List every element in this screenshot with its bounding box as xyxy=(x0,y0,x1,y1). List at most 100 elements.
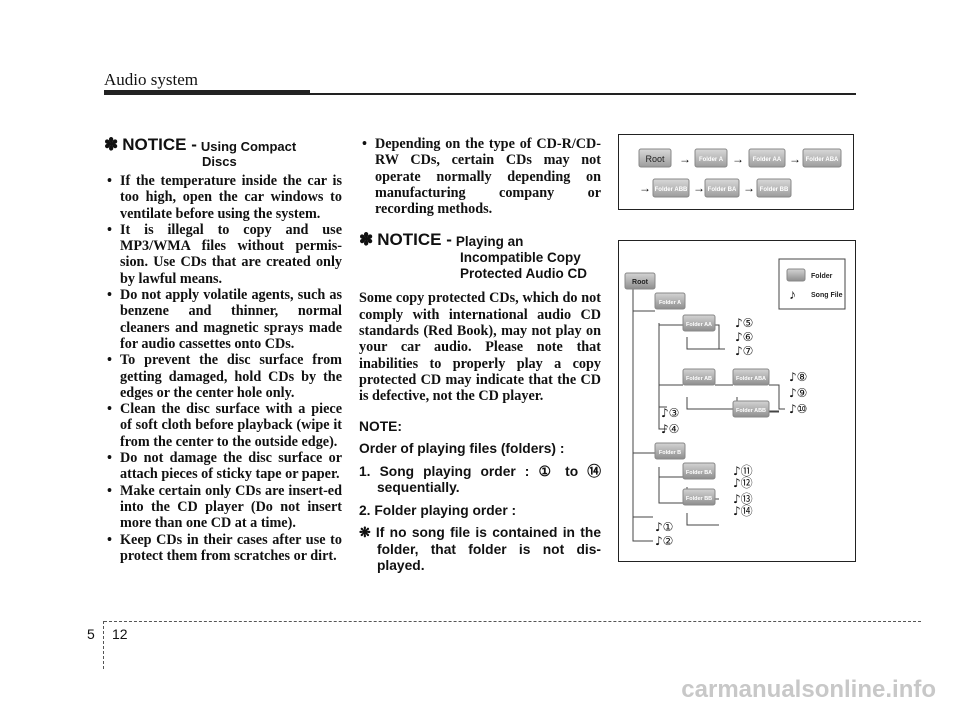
folder-order-figure: Root → Folder A → Folder AA → Folder ABA… xyxy=(618,134,854,210)
song-file-14: ♪⑭ xyxy=(733,504,753,518)
song-file-12: ♪⑫ xyxy=(733,476,753,490)
song-file-1: ♪① xyxy=(655,520,673,534)
folder-box xyxy=(654,292,686,310)
column-middle: Depending on the type of CD-R/CD-RW CDs,… xyxy=(359,136,601,581)
legend-folder-label: Folder xyxy=(811,273,833,280)
folder-box xyxy=(682,462,716,480)
folder-tree-diagram: Folder ♪ Song File Root Folder A Folder … xyxy=(624,258,846,548)
notice-body: Some copy protected CDs, which do not co… xyxy=(359,290,601,405)
folder-label: Folder BA xyxy=(708,187,737,193)
folder-icon xyxy=(786,268,806,282)
note-title: NOTE: xyxy=(359,418,402,434)
folder-label: Folder ABA xyxy=(806,157,839,163)
song-file-icon: ♪ xyxy=(789,286,796,302)
list-item: Do not damage the disc surface or attach… xyxy=(104,450,342,483)
section-number: 5 xyxy=(87,626,95,642)
song-file-10: ♪⑩ xyxy=(789,402,807,416)
folder-label: Folder A xyxy=(699,157,724,163)
folder-box xyxy=(704,178,740,198)
folder-box xyxy=(748,148,786,168)
notice-mark-icon: ✽ xyxy=(359,230,374,250)
folder-box xyxy=(682,488,716,506)
list-item: Depending on the type of CD-R/CD-RW CDs,… xyxy=(359,136,601,217)
arrow-icon: → xyxy=(789,152,801,166)
notice-subtitle-2: Discs xyxy=(202,154,237,169)
folder-label: Root xyxy=(645,154,665,164)
notice-bullet-list-continued: Depending on the type of CD-R/CD-RW CDs,… xyxy=(359,136,601,217)
folder-label: Root xyxy=(632,279,649,286)
folder-label: Folder A xyxy=(659,300,681,306)
notice-mark-icon: ✽ xyxy=(104,135,119,154)
folder-box xyxy=(732,368,770,386)
notice-heading-copy-protected: ✽ NOTICE - Playing an xyxy=(359,231,601,250)
song-file-9: ♪⑨ xyxy=(789,386,807,400)
list-item: To prevent the disc surface from getting… xyxy=(104,352,342,401)
arrow-icon: → xyxy=(743,181,755,195)
folder-box xyxy=(682,368,716,386)
song-file-3: ♪③ xyxy=(661,406,679,420)
legend-box xyxy=(778,258,846,310)
song-file-13: ♪⑬ xyxy=(733,492,753,506)
notice-subtitle-2: Incompatible Copy xyxy=(460,250,581,266)
notice-subtitle-3: Protected Audio CD xyxy=(460,266,588,282)
note-line: Order of playing files (folders) : xyxy=(359,441,565,457)
notice-label: NOTICE - xyxy=(377,230,452,250)
folder-label: Folder AA xyxy=(753,157,782,163)
arrow-icon: → xyxy=(732,152,744,166)
notice-bullet-list: If the temperature inside the car is too… xyxy=(104,173,342,564)
note-line: ❋ If no song file is contained in the fo… xyxy=(359,525,601,574)
arrow-icon: → xyxy=(693,181,705,195)
folder-order-diagram: Root → Folder A → Folder AA → Folder ABA… xyxy=(638,148,842,198)
arrow-icon: → xyxy=(639,181,651,195)
song-file-4: ♪④ xyxy=(661,422,679,436)
folder-box xyxy=(732,400,770,418)
notice-subtitle-1: Playing an xyxy=(455,234,524,250)
folder-tree-figure: Folder ♪ Song File Root Folder A Folder … xyxy=(618,240,856,562)
song-file-2: ♪② xyxy=(655,534,673,548)
list-item: Keep CDs in their cases after use to pro… xyxy=(104,532,342,565)
folder-label: Folder ABB xyxy=(655,187,688,193)
folder-box xyxy=(694,148,728,168)
folder-label: Folder B xyxy=(659,450,681,456)
list-item: Clean the disc surface with a piece of s… xyxy=(104,401,342,450)
folder-label: Folder AA xyxy=(686,322,712,328)
folder-label: Folder BA xyxy=(686,470,712,476)
song-file-8: ♪⑧ xyxy=(789,370,807,384)
note-block: NOTE: Order of playing files (folders) :… xyxy=(359,419,601,575)
notice-label: NOTICE - xyxy=(122,135,197,154)
song-file-6: ♪⑥ xyxy=(735,330,753,344)
note-line: 2. Folder playing order : xyxy=(359,502,517,518)
folder-label: Folder ABA xyxy=(736,376,766,382)
column-left: ✽ NOTICE - Using Compact Discs If the te… xyxy=(104,136,342,564)
song-file-11: ♪⑪ xyxy=(733,464,753,478)
list-item: Do not apply volatile agents, such as be… xyxy=(104,287,342,352)
folder-box xyxy=(682,314,716,332)
folder-label: Folder BB xyxy=(760,187,789,193)
page-header-title: Audio system xyxy=(104,70,198,89)
folder-box xyxy=(802,148,842,168)
list-item: Make certain only CDs are insert-ed into… xyxy=(104,483,342,532)
watermark: carmanualsonline.info xyxy=(681,676,936,703)
folder-box xyxy=(652,178,690,198)
legend-song-label: Song File xyxy=(811,292,843,299)
song-file-7: ♪⑦ xyxy=(735,344,753,358)
footer-vertical-rule xyxy=(103,621,104,669)
note-line: 1. Song playing order : ① to ⑭ sequentia… xyxy=(359,463,601,496)
folder-label: Folder AB xyxy=(686,376,712,382)
page-number: 12 xyxy=(112,626,128,642)
list-item: It is illegal to copy and use MP3/WMA fi… xyxy=(104,222,342,287)
song-file-5: ♪⑤ xyxy=(735,316,753,330)
folder-label: Folder BB xyxy=(686,496,712,502)
folder-box xyxy=(654,442,686,460)
notice-subtitle-1: Using Compact xyxy=(200,139,297,154)
folder-box xyxy=(756,178,792,198)
folder-box-root xyxy=(624,272,656,290)
footer-rule xyxy=(104,621,921,622)
notice-heading-compact-discs: ✽ NOTICE - Using Compact xyxy=(104,135,342,155)
folder-box-root xyxy=(638,148,672,168)
header-rule-thick xyxy=(104,90,310,95)
header-rule-thin xyxy=(310,93,856,95)
list-item: If the temperature inside the car is too… xyxy=(104,173,342,222)
arrow-icon: → xyxy=(679,152,691,166)
folder-label: Folder ABB xyxy=(736,408,766,414)
